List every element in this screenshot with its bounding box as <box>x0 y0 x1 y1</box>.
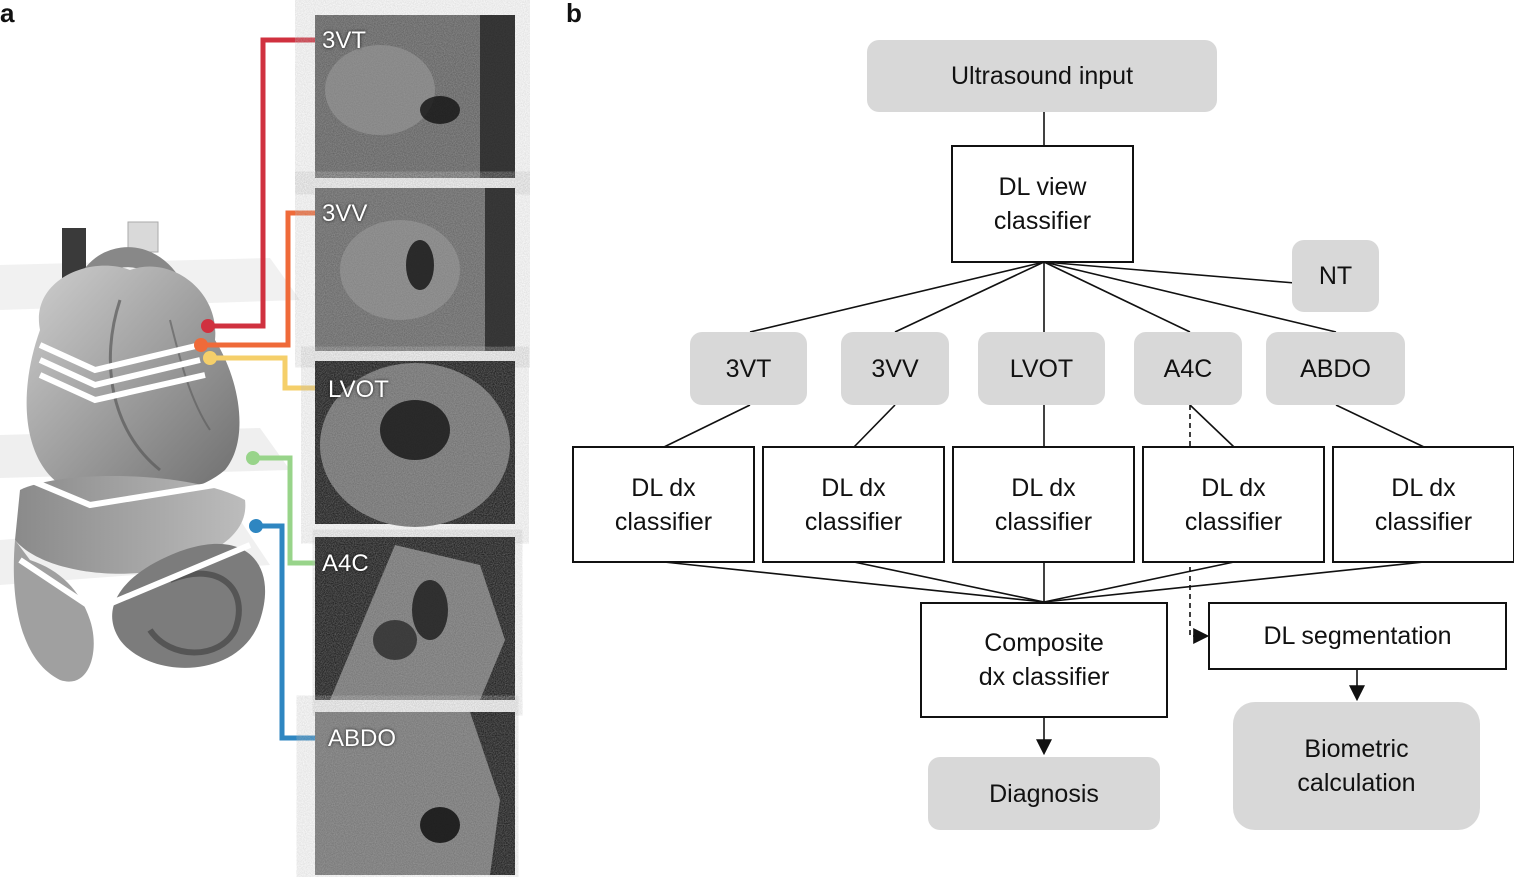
us-image-lvot <box>315 361 515 527</box>
node-dl-view-classifier: DL view classifier <box>951 145 1134 263</box>
node-composite-dx-classifier: Composite dx classifier <box>920 602 1168 718</box>
slice-lines <box>18 342 252 614</box>
node-dx-classifier-lvot: DL dx classifier <box>952 446 1135 563</box>
us-image-3vv <box>315 188 515 351</box>
node-view-3vt: 3VT <box>690 332 807 405</box>
node-view-abdo: ABDO <box>1266 332 1405 405</box>
connector-lvot <box>210 355 322 391</box>
node-dx-classifier-3vt: DL dx classifier <box>572 446 755 563</box>
connector-abdo <box>256 523 322 741</box>
dot-lvot <box>203 351 217 365</box>
connector-3vv <box>201 210 322 348</box>
node-dx-classifier-a4c: DL dx classifier <box>1142 446 1325 563</box>
node-dx-classifier-3vv: DL dx classifier <box>762 446 945 563</box>
panel-b-label: b <box>566 0 582 28</box>
node-view-lvot: LVOT <box>978 332 1105 405</box>
node-view-3vv: 3VV <box>841 332 949 405</box>
node-nt: NT <box>1292 240 1379 312</box>
dot-a4c <box>246 451 260 465</box>
us-label-abdo: ABDO <box>328 725 397 752</box>
connector-3vt <box>208 37 322 329</box>
panel-a-label: a <box>0 0 15 28</box>
us-image-abdo <box>315 712 515 875</box>
node-view-a4c: A4C <box>1134 332 1242 405</box>
dot-3vv <box>194 338 208 352</box>
flowchart-edges <box>663 112 1425 756</box>
us-image-3vt <box>315 15 515 178</box>
us-label-lvot: LVOT <box>328 376 389 403</box>
us-label-3vv: 3VV <box>322 200 368 227</box>
heart-shape <box>26 265 240 499</box>
dot-abdo <box>249 519 263 533</box>
us-label-3vt: 3VT <box>322 27 367 54</box>
us-image-a4c <box>315 537 515 700</box>
node-dx-classifier-abdo: DL dx classifier <box>1332 446 1514 563</box>
connector-a4c <box>253 455 322 566</box>
node-dl-segmentation: DL segmentation <box>1208 602 1507 670</box>
us-label-a4c: A4C <box>322 550 369 577</box>
dot-3vt <box>201 319 215 333</box>
node-ultrasound-input: Ultrasound input <box>867 40 1217 112</box>
node-biometric-calculation: Biometric calculation <box>1233 702 1480 830</box>
stomach-shape <box>13 540 94 682</box>
heart-illustration-panel <box>0 15 515 875</box>
flowchart-panel: Ultrasound input DL view classifier NT 3… <box>540 0 1514 877</box>
node-diagnosis: Diagnosis <box>928 757 1160 830</box>
